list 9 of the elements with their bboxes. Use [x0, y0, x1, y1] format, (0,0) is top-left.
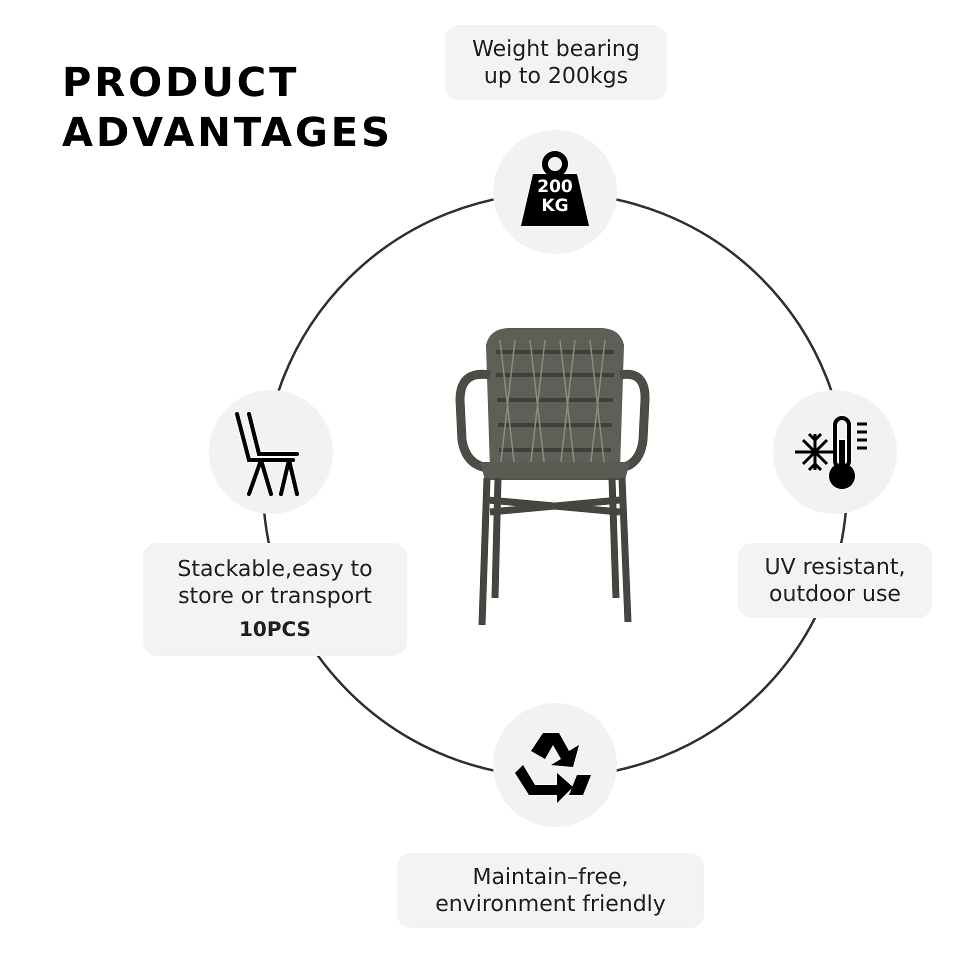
feature-card: [143, 543, 407, 656]
quantity-text: 10PCS: [239, 616, 311, 643]
feature-text: Maintain–free, environment friendly: [434, 864, 667, 918]
weight-label: 200 KG: [536, 178, 574, 216]
feature-text: Weight bearing up to 200kgs: [471, 36, 641, 90]
feature-text: Stackable,easy to store or transport: [176, 556, 374, 610]
title: PRODUCT ADVANTAGES: [62, 59, 394, 158]
feature-card: [738, 543, 932, 618]
feature-text: UV resistant, outdoor use: [764, 554, 906, 608]
